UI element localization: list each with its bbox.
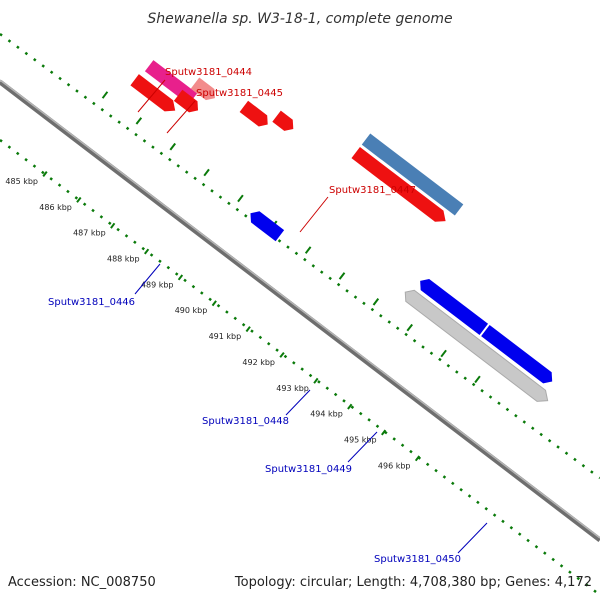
map-title: Shewanella sp. W3-18-1, complete genome [147,11,452,27]
tick-labels: 485 kbp 486 kbp 487 kbp 488 kbp 489 kbp 490 k… [5,177,410,470]
outer-major-tick [338,272,346,280]
outer-major-tick [237,194,244,203]
inner-major-ticks [42,171,421,462]
inner-major-tick [211,300,217,307]
tick-label: 492 kbp [242,358,275,367]
tick-label: 494 kbp [310,410,343,419]
gene-features [130,60,556,407]
inner-major-tick [279,351,285,358]
outer-major-tick [101,91,109,99]
gene-feature-0445[interactable] [272,110,297,135]
inner-major-tick [76,196,82,203]
gene-label-0447[interactable]: Sputw3181_0447 [329,185,416,196]
outer-major-tick [304,246,312,254]
tick-label: 490 kbp [175,306,208,315]
outer-major-tick [372,298,380,306]
tick-label: 491 kbp [209,332,242,341]
outer-major-tick [169,142,176,151]
gene-feature-0444[interactable] [239,100,272,130]
inner-major-tick [42,171,48,177]
topology-text: Topology: circular; Length: 4,708,380 bp… [234,575,592,590]
tick-label: 493 kbp [276,384,309,393]
gene-label-0450[interactable]: Sputw3181_0450 [374,554,461,565]
outer-major-tick [406,323,413,332]
tick-label: 486 kbp [39,203,72,212]
inner-major-tick [245,326,251,333]
gene-label-0449[interactable]: Sputw3181_0449 [265,464,352,475]
tick-label: 496 kbp [378,461,411,470]
tick-label: 489 kbp [141,280,174,289]
gene-label-0446[interactable]: Sputw3181_0446 [48,297,135,308]
inner-major-tick [380,429,387,436]
inner-major-tick [144,248,150,255]
tick-label: 485 kbp [5,177,38,186]
gene-feature-red-b[interactable] [173,89,202,116]
outer-major-tick [440,349,447,358]
outer-major-tick [135,117,143,125]
genome-backbone [0,79,600,542]
gene-feature-blue-c[interactable] [416,275,489,335]
gene-feature-0447[interactable] [351,147,449,227]
outer-major-tick [474,375,481,384]
tick-label: 495 kbp [344,436,377,445]
gene-label-0448[interactable]: Sputw3181_0448 [202,416,289,427]
gene-feature-grey[interactable] [401,287,552,407]
inner-major-tick [414,455,421,462]
gene-feature-pink[interactable] [190,77,219,103]
tick-label: 487 kbp [73,229,106,238]
gene-feature-red-a[interactable] [130,74,179,116]
accession-text: Accession: NC_008750 [8,575,156,590]
inner-major-tick [347,403,353,410]
inner-major-tick [177,274,184,281]
tick-label: 488 kbp [107,255,140,264]
gene-leader-lines [134,79,488,554]
inner-major-tick [110,222,116,229]
gene-feature-steelblue[interactable] [361,133,464,216]
outer-major-tick [203,168,210,177]
outer-major-ticks [101,91,481,384]
gene-feature-0446[interactable] [246,208,285,242]
gene-feature-blue-d[interactable] [481,325,556,387]
outer-tick-track [0,32,600,480]
gene-label-0445[interactable]: Sputw3181_0445 [196,88,283,99]
gene-labels: Sputw3181_0444 Sputw3181_0445 Sputw3181_… [48,67,461,565]
gene-label-0444[interactable]: Sputw3181_0444 [165,67,252,78]
inner-major-tick [313,377,319,384]
